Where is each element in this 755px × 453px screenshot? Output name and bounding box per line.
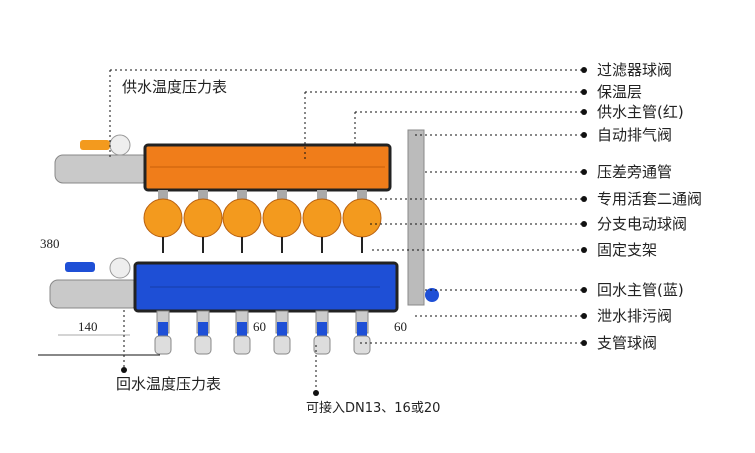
motorized-valve [302, 198, 342, 238]
bottom-note: 可接入DN13、16或20 [306, 401, 441, 416]
return-gauge-label: 回水温度压力表 [116, 375, 222, 393]
component-label: 过滤器球阀 [597, 61, 673, 79]
return-inlet-valve [49, 257, 141, 309]
leader-dot [581, 247, 587, 253]
component-label: 泄水排污阀 [597, 307, 673, 325]
branch-ball-valves [154, 310, 371, 355]
valve-stem [277, 190, 287, 200]
component-label: 支管球阀 [597, 334, 658, 352]
leader-dot [581, 313, 587, 319]
leader-dot [581, 67, 587, 73]
branch-connector [233, 335, 251, 355]
component-label: 自动排气阀 [597, 126, 673, 144]
dimension-spacing: 60 [253, 319, 266, 334]
valve-stem [158, 190, 168, 200]
branch-ball-valve [198, 322, 208, 336]
supply-gauge-label: 供水温度压力表 [122, 78, 228, 96]
component-label: 专用活套二通阀 [597, 190, 703, 208]
motorized-valve [183, 198, 223, 238]
valve-stem [198, 190, 208, 200]
leader-dot [581, 89, 587, 95]
branch-ball-valve [357, 322, 367, 336]
component-label: 回水主管(蓝) [597, 281, 684, 299]
supply-inlet-valve [54, 134, 151, 184]
component-label: 固定支架 [597, 241, 658, 259]
branch-connector [353, 335, 371, 355]
branch-ball-valve [277, 322, 287, 336]
branch-ball-valve [158, 322, 168, 336]
leader-dot [581, 340, 587, 346]
component-label: 分支电动球阀 [597, 215, 688, 233]
bypass-pipe [407, 129, 425, 306]
motorized-valve [222, 198, 262, 238]
leader-dot [581, 169, 587, 175]
motorized-valve [342, 198, 382, 238]
leader-dot [581, 287, 587, 293]
branch-connector [313, 335, 331, 355]
branch-connector [194, 335, 212, 355]
valve-stem [357, 190, 367, 200]
component-label: 供水主管(红) [597, 103, 684, 121]
leader-dot [581, 132, 587, 138]
branch-ball-valve [237, 322, 247, 336]
branch-connector [154, 335, 172, 355]
branch-motorized-valves [143, 190, 382, 253]
dimension-inlet: 140 [78, 319, 98, 334]
motorized-valve [262, 198, 302, 238]
valve-stem [237, 190, 247, 200]
branch-connector [273, 335, 291, 355]
valve-stem [317, 190, 327, 200]
leader-dot [581, 109, 587, 115]
branch-ball-valve [317, 322, 327, 336]
dimension-height: 380 [40, 236, 60, 251]
dimension-end: 60 [394, 319, 407, 334]
motorized-valve [143, 198, 183, 238]
leader-dot [581, 196, 587, 202]
component-label: 压差旁通管 [597, 163, 673, 181]
component-label: 保温层 [597, 83, 643, 101]
leader-dot [581, 221, 587, 227]
